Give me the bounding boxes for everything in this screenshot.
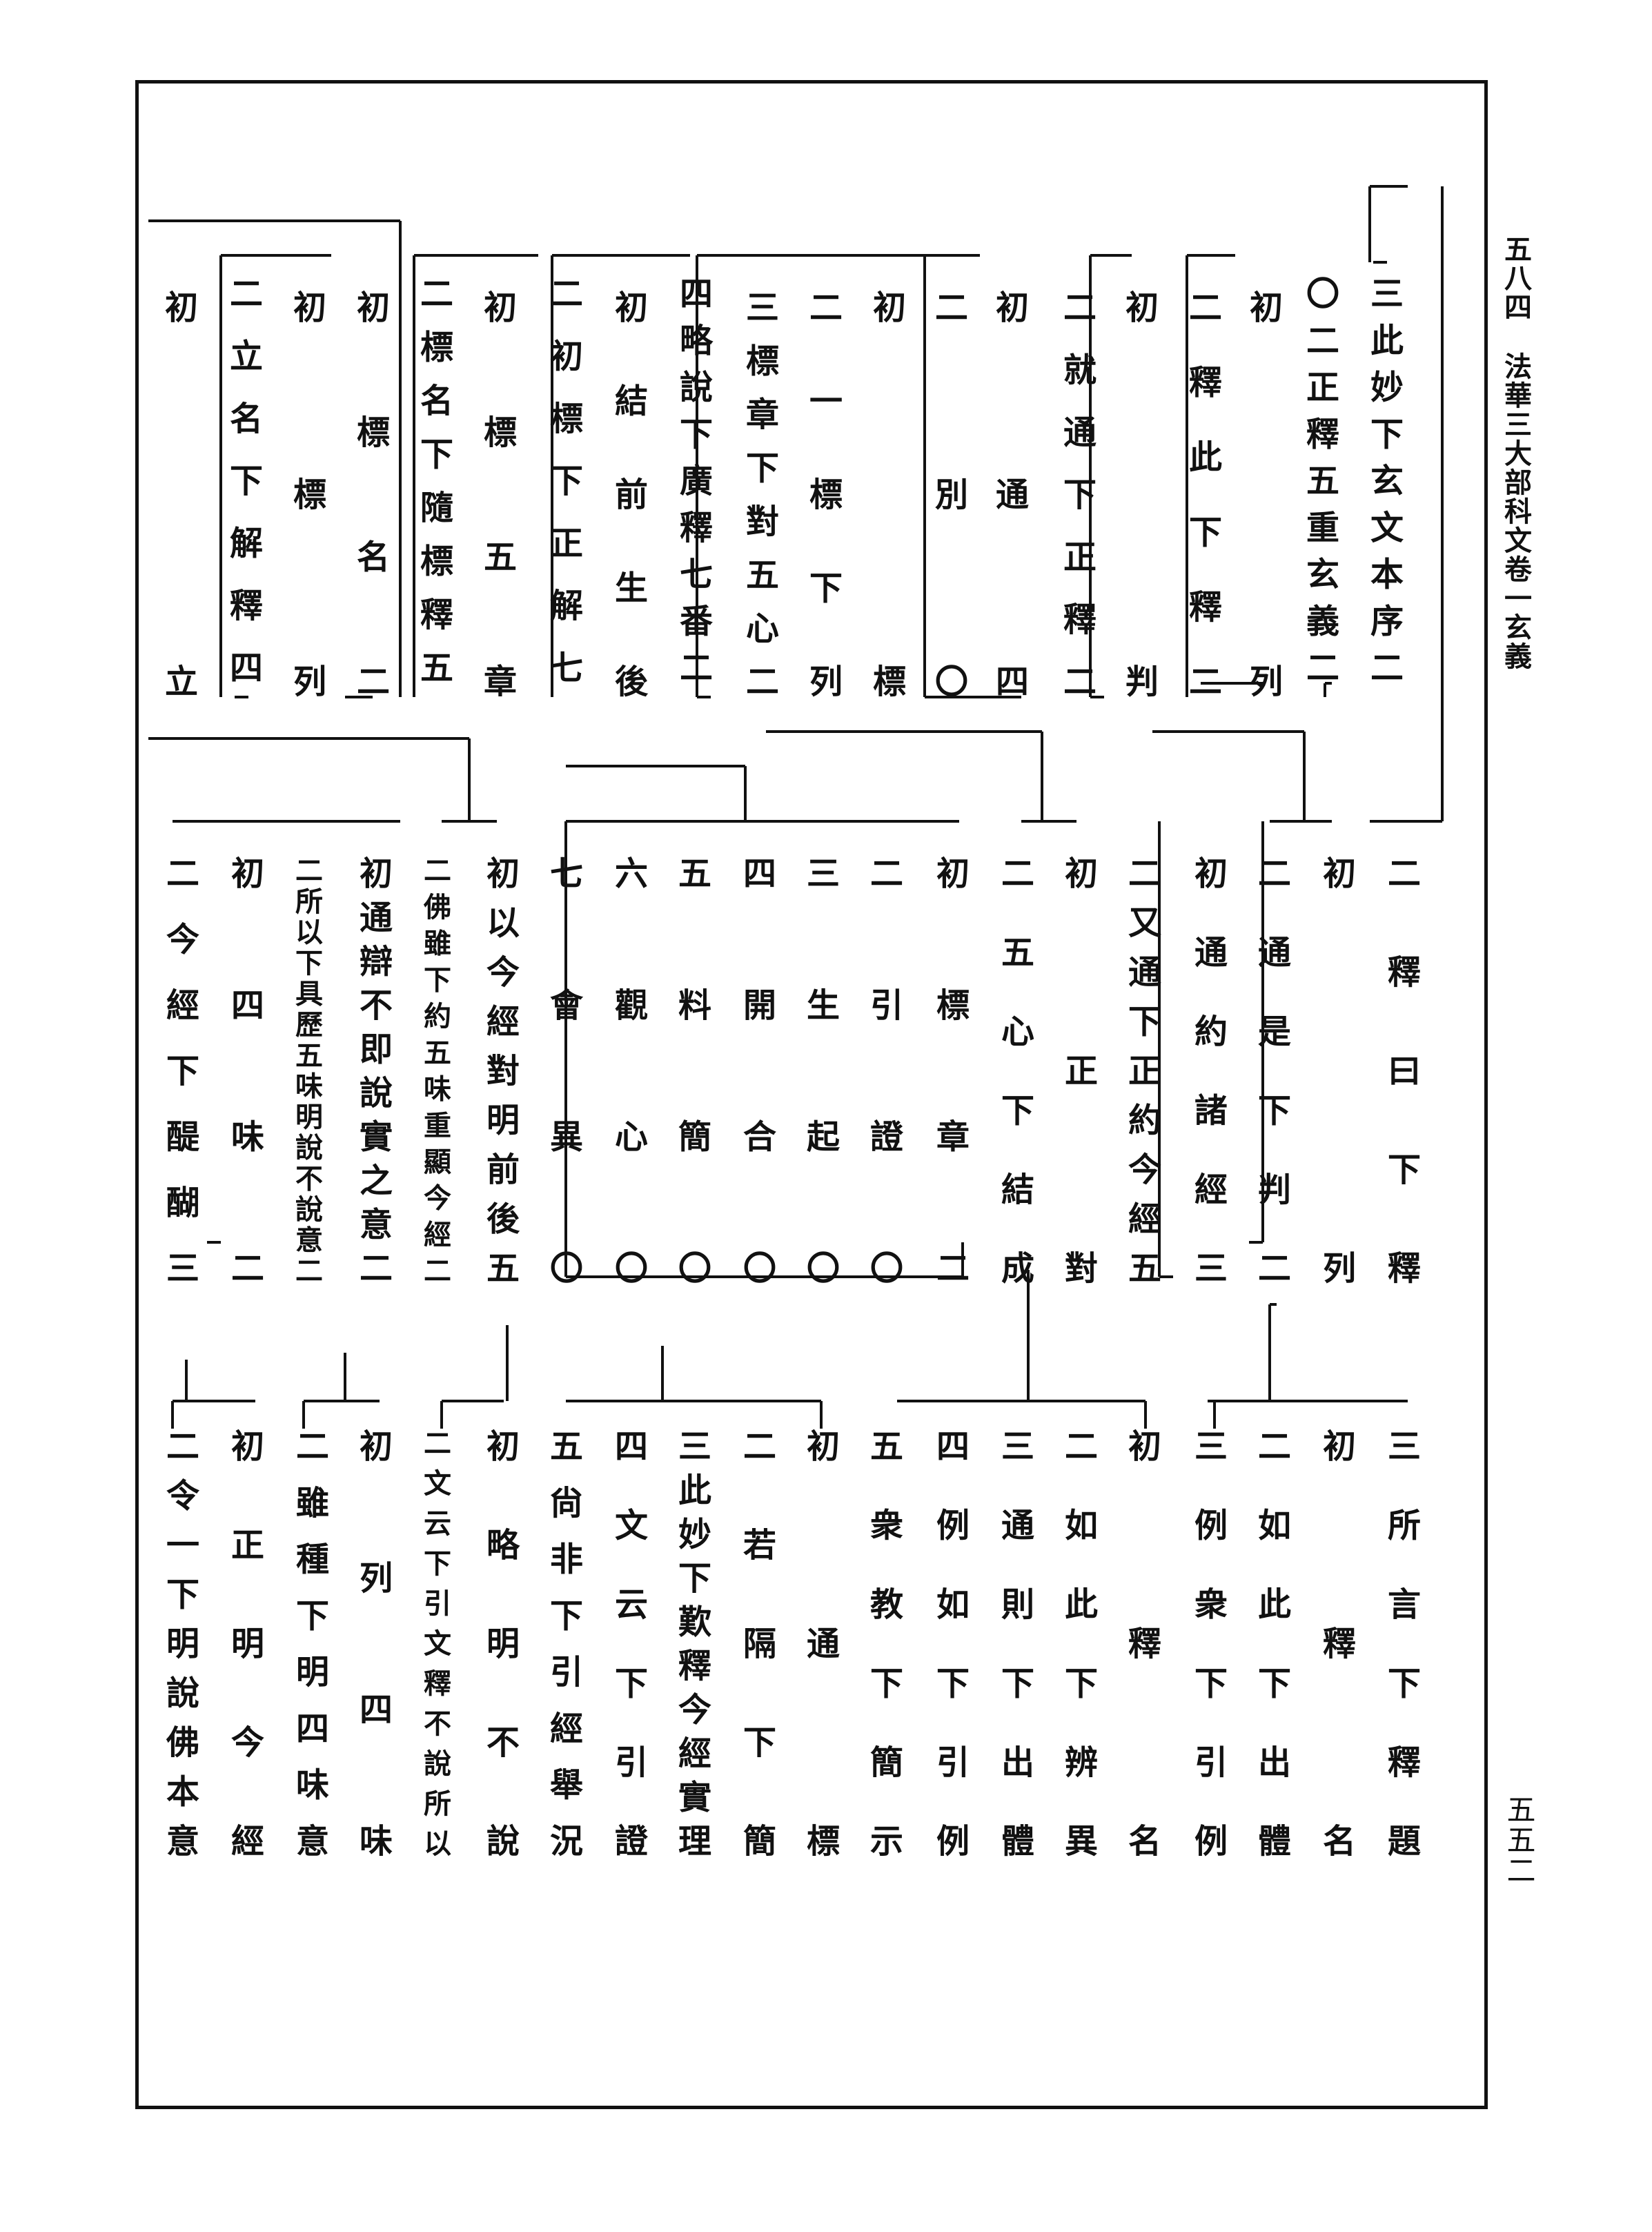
tier2-entry: 初正對 bbox=[1059, 856, 1097, 1284]
tier3-entry: 二文云下引文釋不說所以 bbox=[419, 1429, 451, 1857]
tier2-entry: 初標章二 bbox=[930, 856, 969, 1284]
tier2-entry: 初四味二 bbox=[225, 856, 264, 1284]
tier1-entry: 三此妙下玄文本序二 bbox=[1364, 276, 1403, 683]
tier3-entry: 初通標 bbox=[800, 1429, 839, 1857]
tier3-entry: 三通則下出體 bbox=[995, 1429, 1034, 1857]
tier1-entry: 二立名下解釋四 bbox=[224, 276, 262, 683]
book-title: 法華三大部科文卷一玄義 bbox=[1499, 352, 1532, 671]
tier1-entry: 初標五章 bbox=[478, 290, 516, 697]
tier1-entry: 二標名下隨標釋五 bbox=[414, 276, 453, 683]
tier3-entry: 二如此下出體 bbox=[1252, 1429, 1290, 1857]
tier2-entry: 六觀心〇 bbox=[609, 856, 647, 1284]
tier1-entry: 二一標下列 bbox=[803, 290, 842, 697]
tier1-entry: 〇二正釋五重玄義二 bbox=[1300, 276, 1339, 683]
tier3-entry: 四例如下引例 bbox=[930, 1429, 969, 1857]
tier1-entry: 初列 bbox=[1243, 290, 1282, 697]
tier2-entry: 二又通下正約今經五 bbox=[1122, 856, 1161, 1284]
tier3-entry: 二令一下明說佛本意 bbox=[160, 1429, 199, 1857]
tier1-entry: 初標 bbox=[867, 290, 905, 697]
tier2-entry: 初以今經對明前後五 bbox=[480, 856, 519, 1284]
tier3-entry: 三此妙下歎釋今經實理 bbox=[672, 1429, 711, 1857]
tier3-entry: 初釋名 bbox=[1122, 1429, 1161, 1857]
tier2-entry: 三生起〇 bbox=[800, 856, 839, 1284]
tier3-entry: 四文云下引證 bbox=[609, 1429, 647, 1857]
tier2-entry: 初通約諸經三 bbox=[1188, 856, 1227, 1284]
tier1-entry: 二別〇 bbox=[929, 290, 967, 697]
page-frame bbox=[135, 80, 1488, 2109]
tier3-entry: 五衆教下簡示 bbox=[864, 1429, 903, 1857]
tier1-entry: 初判 bbox=[1119, 290, 1158, 697]
tier3-entry: 二若隔下簡 bbox=[737, 1429, 776, 1857]
tier3-entry: 二雖種下明四味意 bbox=[290, 1429, 328, 1857]
tier2-entry: 二佛雖下約五味重顯今經二 bbox=[419, 856, 451, 1284]
tier1-entry: 初標列 bbox=[287, 290, 326, 697]
tier1-entry: 四略說下廣釋七番二 bbox=[673, 276, 712, 683]
tier2-entry: 二通是下判二 bbox=[1252, 856, 1290, 1284]
tier3-entry: 初列四味 bbox=[353, 1429, 392, 1857]
folio-number: 五五二 bbox=[1502, 1794, 1536, 1886]
tier1-entry: 三標章下對五心二 bbox=[740, 290, 778, 697]
tier1-entry: 初標名二 bbox=[351, 290, 389, 697]
tier1-entry: 初結前生後 bbox=[609, 290, 647, 697]
page-number: 五八四 bbox=[1499, 235, 1532, 322]
tier3-entry: 三所言下釋題 bbox=[1381, 1429, 1420, 1857]
tier2-entry: 二五心下結成 bbox=[995, 856, 1034, 1284]
tier2-entry: 七會異〇 bbox=[544, 856, 582, 1284]
tier3-entry: 五尙非下引經舉況 bbox=[544, 1429, 582, 1857]
tier2-entry: 五料簡〇 bbox=[672, 856, 711, 1284]
tier2-entry: 二引證〇 bbox=[864, 856, 903, 1284]
tier2-entry: 初通辯不即說實之意二 bbox=[353, 856, 392, 1284]
tier3-entry: 初釋名 bbox=[1317, 1429, 1355, 1857]
tier2-entry: 二今經下醍醐三 bbox=[160, 856, 199, 1284]
tier3-entry: 二如此下辨異 bbox=[1059, 1429, 1097, 1857]
tier2-entry: 二釋曰下釋 bbox=[1381, 856, 1420, 1284]
tier2-entry: 四開合〇 bbox=[737, 856, 776, 1284]
tier2-entry: 二所以下具歷五味明說不說意二 bbox=[291, 856, 323, 1284]
tier3-entry: 三例衆下引例 bbox=[1188, 1429, 1227, 1857]
tier3-entry: 初正明今經 bbox=[225, 1429, 264, 1857]
tier1-entry: 二初標下正解七 bbox=[544, 276, 582, 683]
tier1-entry: 初立 bbox=[159, 290, 197, 697]
tier1-entry: 二就通下正釋二 bbox=[1057, 290, 1096, 697]
tier1-entry: 二釋此下釋二 bbox=[1183, 290, 1221, 697]
tier1-entry: 初通四 bbox=[990, 290, 1028, 697]
tier2-entry: 初列 bbox=[1317, 856, 1355, 1284]
tier3-entry: 初略明不說 bbox=[480, 1429, 519, 1857]
